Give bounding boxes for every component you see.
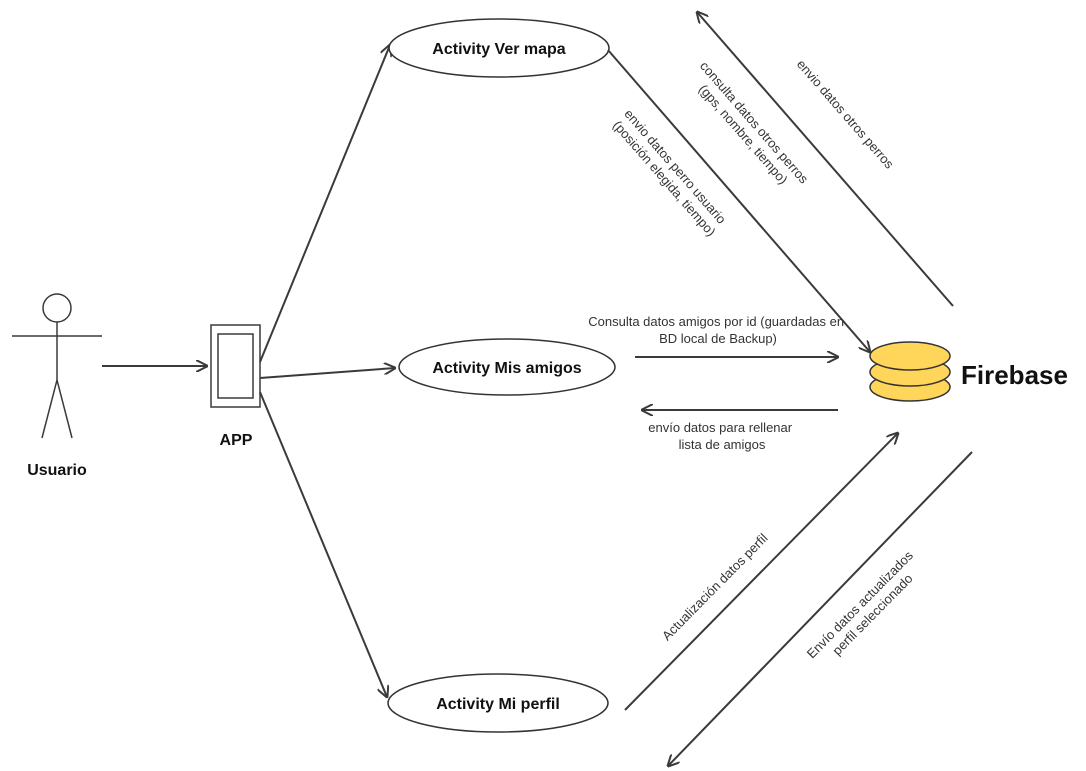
actor-label: Usuario [27,462,87,479]
activity-ver-mapa: Activity Ver mapa [388,18,610,78]
actor-usuario [12,293,102,439]
app-device [210,324,261,408]
actor-right-leg [56,379,73,439]
label-consulta-otros-perros: consulta datos otros perros (gps, nombre… [685,58,814,199]
arrow-firebase-to-ver-mapa [697,12,954,307]
label-envio-datos-otros-perros: envio datos otros perros [794,57,897,172]
activity-mis-amigos-label: Activity Mis amigos [432,360,581,377]
activity-mi-perfil-label: Activity Mi perfil [436,696,560,713]
actor-left-leg [41,379,58,439]
app-device-screen [217,333,254,399]
label-envio-lista-amigos: envío datos para rellenar lista de amigo… [648,420,795,452]
database-label: Firebase [961,360,1068,390]
arrow-mi-perfil-to-firebase [624,433,898,711]
activity-mi-perfil: Activity Mi perfil [387,673,609,733]
database-icon [869,341,951,402]
activity-ver-mapa-label: Activity Ver mapa [432,41,566,58]
label-consulta-amigos: Consulta datos amigos por id (guardadas … [588,314,847,346]
app-label: APP [220,432,253,449]
actor-head [42,293,72,323]
label-actualizacion-perfil: Actualización datos perfil [659,530,771,643]
arrow-app-to-mis-amigos [259,368,395,379]
arrow-app-to-mi-perfil [259,391,387,697]
label-envio-perro-usuario: envio datos perro usuario (posición eleg… [609,106,731,240]
arrow-app-to-ver-mapa [259,45,390,363]
activity-mis-amigos: Activity Mis amigos [398,338,616,396]
arrow-ver-mapa-to-firebase [607,49,870,352]
arrow-firebase-to-mi-perfil [668,451,973,766]
label-envio-perfil-actualizado: Envío datos actualizados perfil seleccio… [804,545,930,672]
